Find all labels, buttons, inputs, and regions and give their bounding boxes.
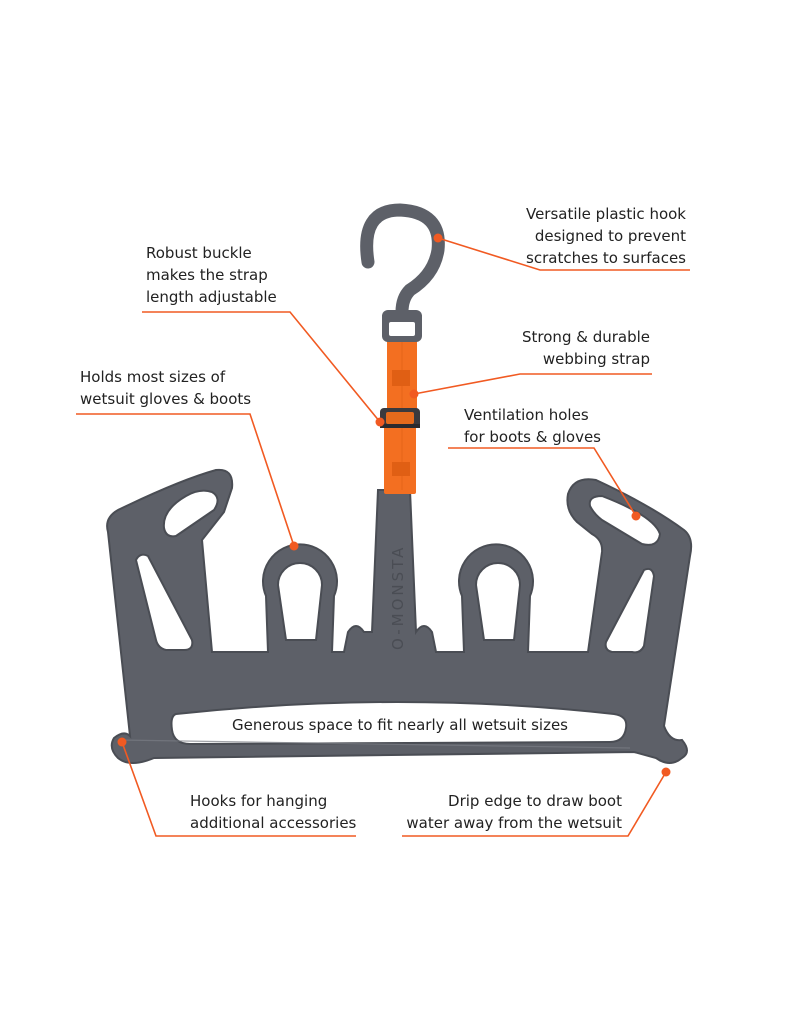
label-drip-edge-line2: water away from the wetsuit [406,814,622,832]
strap-label-tag-lower [392,462,410,476]
dot-gloves-boots [289,541,299,551]
leader-hooks-accessories [121,741,356,837]
strap-lower [384,424,416,494]
label-hooks-accessories-line2: additional accessories [190,814,357,832]
label-buckle: Robust buckle makes the strap length adj… [146,242,277,308]
label-hooks-accessories-line1: Hooks for hanging [190,792,328,810]
plastic-hook [360,203,445,342]
leader-drip-edge [402,771,667,837]
label-gloves-boots-line1: Holds most sizes of [80,368,226,386]
dot-strap [409,389,419,399]
brand-mark: O-MONSTA [389,545,407,650]
label-hook-line3: scratches to surfaces [526,249,686,267]
wetsuit-hanger: O-MONSTA [106,468,693,764]
hook-curve [360,203,445,319]
callout-dots [117,233,671,777]
label-drip-edge: Drip edge to draw boot water away from t… [400,790,622,834]
label-ventilation-line2: for boots & gloves [464,428,601,446]
label-ventilation-line1: Ventilation holes [464,406,589,424]
label-buckle-line1: Robust buckle [146,244,252,262]
hanger-body [106,468,693,764]
strap-label-tag [392,370,410,386]
label-gloves-boots-line2: wetsuit gloves & boots [80,390,252,408]
label-strap: Strong & durable webbing strap [470,326,650,370]
leader-gloves-boots [76,413,295,547]
dot-drip-edge [661,767,671,777]
strap-buckle [380,408,420,428]
label-hooks-accessories: Hooks for hanging additional accessories [190,790,356,834]
dot-ventilation [631,511,641,521]
label-hook: Versatile plastic hook designed to preve… [480,203,686,269]
leader-strap [413,373,652,395]
hanger-edge-highlight [119,739,631,749]
leader-buckle [142,311,381,423]
label-gloves-boots: Holds most sizes of wetsuit gloves & boo… [80,366,251,410]
dot-buckle [375,417,385,427]
label-buckle-line2: makes the strap [146,266,268,284]
leader-hook [437,237,690,271]
callout-lines [76,237,690,837]
label-drip-edge-line1: Drip edge to draw boot [448,792,622,810]
label-strap-line2: webbing strap [542,350,650,368]
dot-hooks-accessories [117,737,127,747]
label-strap-line1: Strong & durable [522,328,650,346]
leader-ventilation [448,447,637,517]
label-hook-line2: designed to prevent [534,227,686,245]
label-buckle-line3: length adjustable [146,288,277,306]
dot-hook [433,233,443,243]
label-space: Generous space to fit nearly all wetsuit… [231,716,568,734]
label-hook-line1: Versatile plastic hook [525,205,686,223]
label-ventilation: Ventilation holes for boots & gloves [464,404,601,448]
